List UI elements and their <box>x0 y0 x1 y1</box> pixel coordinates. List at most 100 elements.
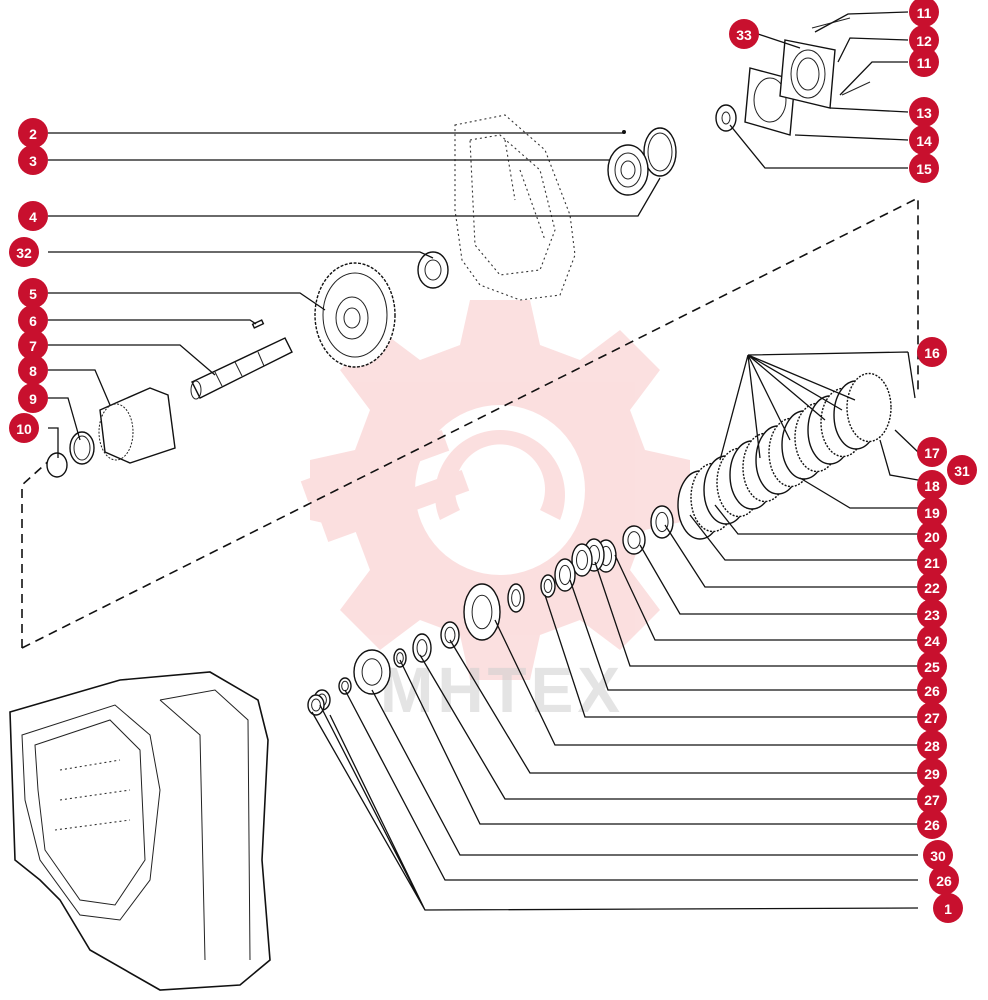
callout-label: 9 <box>29 391 37 407</box>
callout-c26c: 26 <box>929 865 959 895</box>
callout-label: 26 <box>924 683 940 699</box>
callout-label: 7 <box>29 338 37 354</box>
ring-part <box>622 525 646 555</box>
callout-label: 1 <box>944 901 952 917</box>
callout-c11b: 11 <box>909 47 939 77</box>
callout-badge-circle <box>909 125 939 155</box>
callout-label: 30 <box>930 848 946 864</box>
callout-c11a: 11 <box>909 0 939 27</box>
callout-label: 20 <box>924 529 940 545</box>
ring-part <box>353 649 391 695</box>
ring-bore <box>559 564 571 586</box>
callout-c18: 18 <box>917 470 947 500</box>
callout-c32: 32 <box>9 237 39 267</box>
callout-c26a: 26 <box>917 675 947 705</box>
callout-label: 2 <box>29 126 37 142</box>
callout-badge-circle <box>917 730 947 760</box>
callout-c16: 16 <box>917 337 947 367</box>
callout-badge-circle <box>917 521 947 551</box>
clutch-disc <box>846 372 892 443</box>
callout-badge-circle <box>18 305 48 335</box>
callout-badge-circle <box>909 47 939 77</box>
callout-c2: 2 <box>18 118 48 148</box>
callout-label: 4 <box>29 209 37 225</box>
callout-c29: 29 <box>917 758 947 788</box>
ring-part <box>571 543 593 577</box>
callout-label: 11 <box>917 5 932 21</box>
callout-label: 27 <box>924 792 940 808</box>
ring-part <box>307 694 325 716</box>
ring-bore <box>655 511 669 533</box>
watermark-logo <box>300 300 690 680</box>
callout-label: 21 <box>924 555 940 571</box>
callout-c10: 10 <box>9 413 39 443</box>
callout-badge-circle <box>18 118 48 148</box>
callout-badges: 3311121113141523432567891016173118192021… <box>9 0 977 923</box>
callout-c25: 25 <box>917 651 947 681</box>
part-8-drum <box>99 387 176 464</box>
callout-badge-circle <box>18 330 48 360</box>
callout-label: 22 <box>924 580 940 596</box>
callout-badge-circle <box>923 840 953 870</box>
clutch-pack <box>677 372 892 540</box>
callout-badge-circle <box>917 784 947 814</box>
callout-badge-circle <box>9 237 39 267</box>
housing-lower <box>9 671 271 991</box>
part-32-bearing <box>417 251 449 289</box>
callout-c12: 12 <box>909 25 939 55</box>
shaft-group <box>190 319 293 400</box>
part-3-bearing <box>607 144 649 196</box>
callout-c27a: 27 <box>917 702 947 732</box>
ring-part <box>463 583 501 641</box>
callout-badge-circle <box>917 702 947 732</box>
callout-c21: 21 <box>917 547 947 577</box>
callout-c13: 13 <box>909 97 939 127</box>
watermark-gear <box>310 300 690 680</box>
callout-c31: 31 <box>947 455 977 485</box>
callout-label: 8 <box>29 363 37 379</box>
callout-c17: 17 <box>917 437 947 467</box>
callout-c5: 5 <box>18 278 48 308</box>
callout-c33: 33 <box>729 19 759 49</box>
callout-c4: 4 <box>18 201 48 231</box>
callout-label: 6 <box>29 313 37 329</box>
ring-part <box>393 648 407 668</box>
callout-c15: 15 <box>909 153 939 183</box>
ring-bore <box>416 639 428 657</box>
callout-label: 25 <box>924 659 940 675</box>
callout-c22: 22 <box>917 572 947 602</box>
callout-badge-circle <box>18 201 48 231</box>
callout-badge-circle <box>909 25 939 55</box>
ring-bore <box>627 531 641 549</box>
bearing-group <box>607 127 677 196</box>
part-10-clip <box>46 452 68 478</box>
part-7-shaft <box>191 337 293 399</box>
callout-badge-circle <box>917 758 947 788</box>
callout-c3: 3 <box>18 145 48 175</box>
callout-c24: 24 <box>917 625 947 655</box>
callout-label: 27 <box>924 710 940 726</box>
callout-badge-circle <box>917 470 947 500</box>
part-4-snap-ring <box>643 127 677 177</box>
ring-bore <box>576 549 588 571</box>
callout-label: 10 <box>16 421 32 437</box>
callout-label: 17 <box>924 445 940 461</box>
ring-part <box>554 558 576 592</box>
callout-c1: 1 <box>933 893 963 923</box>
ring-bore <box>543 578 553 594</box>
callout-label: 29 <box>924 766 940 782</box>
callout-badge-circle <box>909 0 939 27</box>
callout-badge-circle <box>917 675 947 705</box>
callout-label: 26 <box>936 873 952 889</box>
callout-label: 15 <box>916 161 932 177</box>
callout-badge-circle <box>18 278 48 308</box>
part-6-key <box>251 319 265 329</box>
part-15-seal <box>715 104 737 132</box>
callout-label: 26 <box>924 817 940 833</box>
callout-badge-circle <box>909 97 939 127</box>
callout-label: 33 <box>736 27 752 43</box>
callout-badge-circle <box>18 355 48 385</box>
callout-label: 23 <box>924 607 940 623</box>
callout-badge-circle <box>917 625 947 655</box>
